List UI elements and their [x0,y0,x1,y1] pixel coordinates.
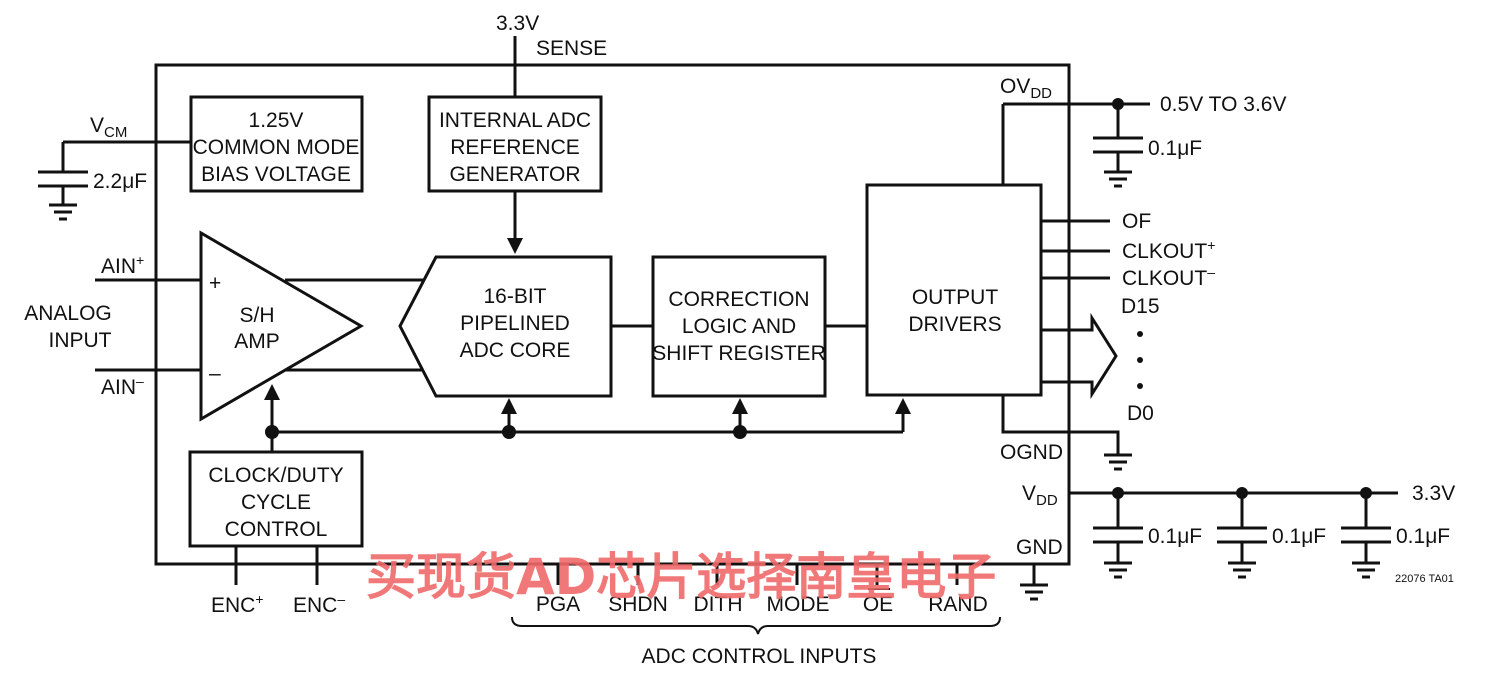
analog-input-line-2: INPUT [49,329,112,352]
gnd-label: GND [1016,536,1063,559]
ain-plus-label: AIN+ [101,252,144,278]
correction-line-1: CORRECTION [668,288,809,311]
d0-label: D0 [1127,402,1154,425]
vdd-cap3-label: 0.1μF [1396,525,1450,548]
ovdd-cap-label: 0.1μF [1148,137,1202,160]
clock-line-1: CLOCK/DUTY [208,464,343,487]
output-drivers-line-1: OUTPUT [912,286,999,309]
clock-to-output-arrow [895,398,911,414]
clock-to-adc-arrow [501,398,517,414]
bias-line-3: BIAS VOLTAGE [201,163,351,186]
correction-line-2: LOGIC AND [682,315,796,338]
ovdd-label: OVDD [1000,75,1052,102]
ognd-wire [1001,395,1120,455]
control-inputs-brace [511,616,1001,635]
clock-to-correction-arrow [732,398,748,414]
supply-voltage-label: 3.3V [496,12,539,35]
ain-minus-label: AIN– [101,373,144,399]
ref-line-3: GENERATOR [449,163,580,186]
pin-mode-label: MODE [767,593,830,616]
pin-shdn-label: SHDN [608,593,668,616]
adc-core-block [398,255,613,398]
clock-node-amp [265,425,279,439]
ref-to-adc-arrow [507,238,523,254]
adc-core-line-2: PIPELINED [460,312,570,335]
data-bus-arrow [1041,312,1118,400]
pin-oe-label: OE [863,593,893,616]
vcm-label: VCM [90,114,127,141]
sh-amp-line-1: S/H [239,304,274,327]
vdd-cap2-label: 0.1μF [1272,525,1326,548]
figure-id: 22076 TA01 [1395,573,1454,585]
sh-amp-minus: – [209,362,221,385]
adc-core-line-1: 16-BIT [483,285,546,308]
pin-rand-label: RAND [928,593,988,616]
clkout-minus-label: CLKOUT– [1122,264,1215,290]
ref-line-2: REFERENCE [450,136,580,159]
vdd-label: VDD [1022,482,1058,509]
clock-to-amp-arrow [264,384,280,400]
reference-generator-block [427,95,603,193]
vcm-cap-label: 2.2μF [93,170,147,193]
sh-amp-plus: + [209,272,221,295]
adc-core-line-3: ADC CORE [460,339,571,362]
clock-node-correction [733,425,747,439]
pin-dith-label: DITH [694,593,743,616]
of-label: OF [1122,210,1151,233]
bus-dot-1 [1137,331,1143,337]
vdd-cap1-label: 0.1μF [1148,525,1202,548]
clock-node-adc [502,425,516,439]
sh-amp-line-2: AMP [234,330,280,353]
ognd-label: OGND [1000,441,1063,464]
bias-line-1: 1.25V [249,109,304,132]
ref-line-1: INTERNAL ADC [439,109,591,132]
bus-dot-3 [1137,383,1143,389]
sh-amp-triangle [199,230,364,422]
output-drivers-line-2: DRIVERS [908,313,1001,336]
bus-dot-2 [1137,357,1143,363]
clock-control-block [188,450,364,548]
d15-label: D15 [1121,295,1160,318]
bias-voltage-block [189,95,364,193]
clock-line-2: CYCLE [241,491,311,514]
enc-plus-label: ENC+ [211,591,264,617]
clkout-plus-label: CLKOUT+ [1122,237,1215,263]
ovdd-range-label: 0.5V TO 3.6V [1160,93,1286,116]
correction-logic-block [651,255,827,398]
enc-minus-label: ENC– [293,591,345,617]
bias-line-2: COMMON MODE [193,136,360,159]
chip-outline [154,63,1071,566]
watermark: 买现货AD芯片选择南皇电子 [366,548,996,606]
pin-pga-label: PGA [536,593,580,616]
correction-line-3: SHIFT REGISTER [652,342,825,365]
clock-line-3: CONTROL [225,518,328,541]
control-inputs-label: ADC CONTROL INPUTS [642,645,877,668]
sense-label: SENSE [536,37,607,60]
analog-input-line-1: ANALOG [24,302,112,325]
output-drivers-block [865,183,1043,397]
vdd-voltage-label: 3.3V [1412,482,1455,505]
